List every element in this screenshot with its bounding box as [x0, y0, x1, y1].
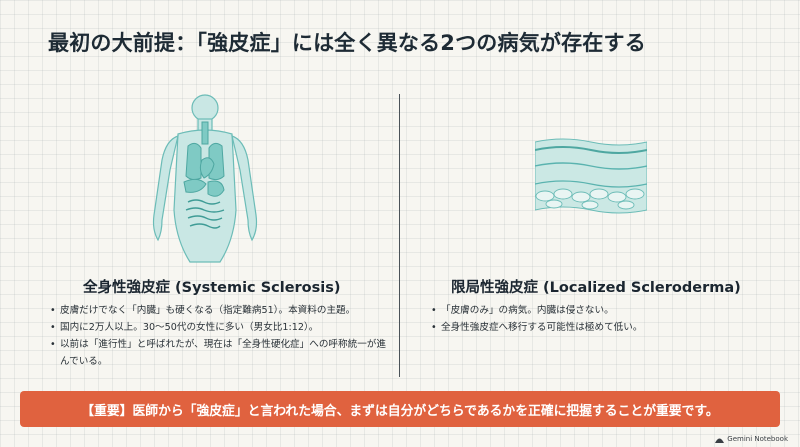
systemic-sclerosis-bullets: 皮膚だけでなく「内臓」も硬くなる（指定難病51）。本資料の主題。 国内に2万人以…: [50, 302, 390, 370]
important-banner: 【重要】医師から「強皮症」と言われた場合、まずは自分がどちらであるかを正確に把握…: [20, 391, 780, 427]
bullet-item: 皮膚だけでなく「内臓」も硬くなる（指定難病51）。本資料の主題。: [50, 302, 390, 319]
human-body-organs-icon: [152, 94, 258, 263]
brand-label: Gemini Notebook: [727, 435, 788, 443]
localized-scleroderma-heading: 限局性強皮症 (Localized Scleroderma): [451, 280, 741, 296]
column-divider: [399, 94, 400, 377]
bullet-item: 以前は「進行性」と呼ばれたが、現在は「全身性硬化症」への呼称統一が進んでいる。: [50, 336, 390, 370]
systemic-sclerosis-heading: 全身性強皮症 (Systemic Sclerosis): [83, 280, 341, 296]
banner-text: 【重要】医師から「強皮症」と言われた場合、まずは自分がどちらであるかを正確に把握…: [81, 403, 719, 419]
brand-watermark: Gemini Notebook: [715, 435, 788, 443]
bullet-item: 全身性強皮症へ移行する可能性は極めて低い。: [431, 319, 761, 336]
page-title: 最初の大前提：「強皮症」には全く異なる2つの病気が存在する: [48, 31, 646, 55]
skin-layers-icon: [535, 138, 647, 214]
localized-scleroderma-bullets: 「皮膚のみ」の病気。内臓は侵さない。 全身性強皮症へ移行する可能性は極めて低い。: [431, 302, 761, 336]
bullet-item: 国内に2万人以上。30〜50代の女性に多い（男女比1:12）。: [50, 319, 390, 336]
bullet-item: 「皮膚のみ」の病気。内臓は侵さない。: [431, 302, 761, 319]
notebook-logo-icon: [715, 438, 725, 443]
